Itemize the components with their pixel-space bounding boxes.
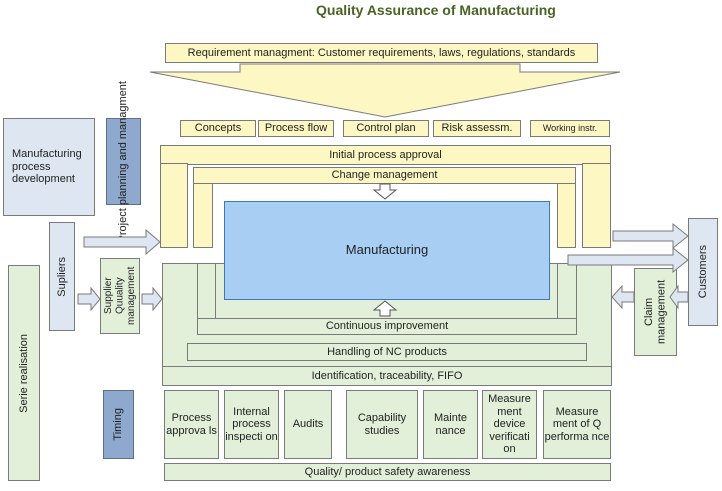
audits-box: Audits bbox=[284, 390, 332, 459]
concepts-box: Concepts bbox=[180, 120, 256, 137]
risk-assessment-box: Risk assessm. bbox=[433, 120, 521, 137]
customers-label: Customers bbox=[696, 245, 709, 299]
change-management-left-leg bbox=[193, 183, 213, 248]
initial-process-approval-box: Initial process approval bbox=[160, 145, 611, 165]
suppliers-to-sqm-arrow bbox=[77, 286, 101, 312]
sqm-to-frame-arrow bbox=[141, 286, 163, 312]
diagram-title: Quality Assurance of Manufacturing bbox=[316, 2, 556, 18]
change-management-box: Change management bbox=[193, 167, 576, 184]
customers-box: Customers bbox=[688, 218, 718, 326]
initial-approval-right-leg bbox=[582, 163, 611, 248]
claim-management-box: Claim management bbox=[634, 268, 677, 356]
quality-safety-awareness-box: Quality/ product safety awareness bbox=[164, 463, 611, 481]
supplier-quality-management-label: Supplier Quuality management bbox=[102, 266, 137, 326]
maintenance-box: Mainte nance bbox=[423, 390, 478, 459]
timing-label: Timing bbox=[112, 408, 125, 441]
big-down-arrow bbox=[149, 63, 621, 118]
working-instructions-box: Working instr. bbox=[530, 120, 610, 137]
internal-process-inspection-box: Internal process inspecti on bbox=[224, 390, 279, 459]
manufacturing-box: Manufacturing bbox=[224, 201, 550, 300]
claim-to-frame-arrow bbox=[611, 284, 635, 310]
continuous-improvement-box: Continuous improvement bbox=[197, 318, 577, 335]
identification-box: Identification, traceability, FIFO bbox=[162, 366, 612, 386]
suppliers-box: Supliers bbox=[49, 222, 75, 331]
capability-studies-box: Capability studies bbox=[346, 390, 418, 459]
control-plan-box: Control plan bbox=[343, 120, 429, 137]
supplier-quality-management-box: Supplier Quuality management bbox=[100, 258, 140, 334]
process-approvals-box: Process approva ls bbox=[164, 390, 219, 459]
suppliers-label: Supliers bbox=[55, 256, 68, 297]
nc-products-box: Handling of NC products bbox=[187, 343, 587, 361]
claim-management-label: Claim management bbox=[642, 279, 668, 345]
project-planning-box: Project planning and managment bbox=[106, 81, 141, 242]
change-management-right-leg bbox=[557, 183, 576, 248]
timing-box: Timing bbox=[103, 390, 134, 459]
initial-approval-left-leg bbox=[160, 163, 188, 248]
project-planning-label: Project planning and managment bbox=[117, 80, 130, 243]
down-arrow-change bbox=[372, 183, 398, 200]
requirement-management-box: Requirement managment: Customer requirem… bbox=[165, 43, 598, 63]
measurement-device-verification-box: Measure ment device verificati on bbox=[482, 390, 537, 459]
to-customers-arrow-1 bbox=[612, 222, 689, 250]
serie-realisation-box: Serie realisation bbox=[8, 265, 40, 481]
process-flow-box: Process flow bbox=[258, 120, 334, 137]
serie-realisation-label: Serie realisation bbox=[17, 333, 30, 413]
measurement-of-q-performance-box: Measure ment of Q performa nce bbox=[543, 390, 611, 459]
manufacturing-process-development-box: Manufacturing process development bbox=[3, 118, 95, 216]
